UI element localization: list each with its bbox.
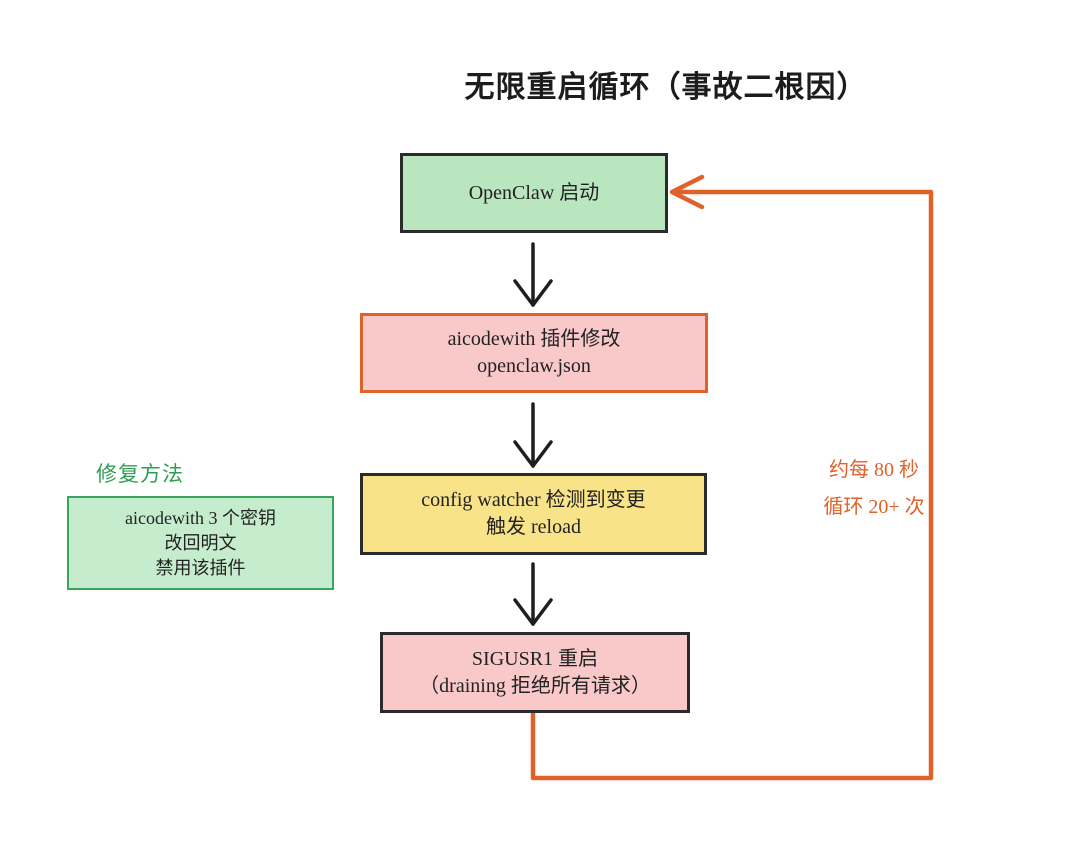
node-sigusr1-restart-line2: （draining 拒绝所有请求） [419, 674, 651, 697]
node-plugin-modify-line2: openclaw.json [477, 355, 591, 377]
node-sigusr1-restart-line1: SIGUSR1 重启 [471, 647, 599, 670]
loop-frequency-line2: 循环 20+ 次 [823, 496, 925, 518]
arrow-plugin-to-watcher [513, 402, 553, 468]
node-plugin-modify: aicodewith 插件修改 openclaw.json [360, 313, 708, 393]
loop-frequency-line1: 约每 80 秒 [829, 459, 919, 481]
node-sigusr1-restart: SIGUSR1 重启 （draining 拒绝所有请求） [380, 632, 690, 713]
loop-arrow [530, 174, 934, 781]
node-plugin-modify-line1: aicodewith 插件修改 [447, 328, 621, 350]
node-config-watcher: config watcher 检测到变更 触发 reload [360, 473, 707, 555]
node-openclaw-start: OpenClaw 启动 [400, 153, 668, 233]
node-config-watcher-line1: config watcher 检测到变更 [421, 489, 646, 511]
fix-method-box: aicodewith 3 个密钥 改回明文 禁用该插件 [67, 496, 334, 590]
loop-frequency-label: 约每 80 秒 循环 20+ 次 [808, 452, 940, 526]
diagram-title: 无限重启循环（事故二根因） [464, 71, 868, 104]
arrow-start-to-plugin [513, 242, 553, 307]
fix-method-label: 修复方法 [96, 462, 184, 486]
fix-method-line1: aicodewith 3 个密钥 [125, 507, 276, 528]
arrow-watcher-to-restart [513, 562, 553, 626]
fix-method-line3: 禁用该插件 [155, 557, 246, 578]
node-openclaw-start-text: OpenClaw 启动 [468, 181, 600, 204]
node-config-watcher-line2: 触发 reload [486, 516, 581, 538]
fix-method-line2: 改回明文 [164, 532, 237, 553]
